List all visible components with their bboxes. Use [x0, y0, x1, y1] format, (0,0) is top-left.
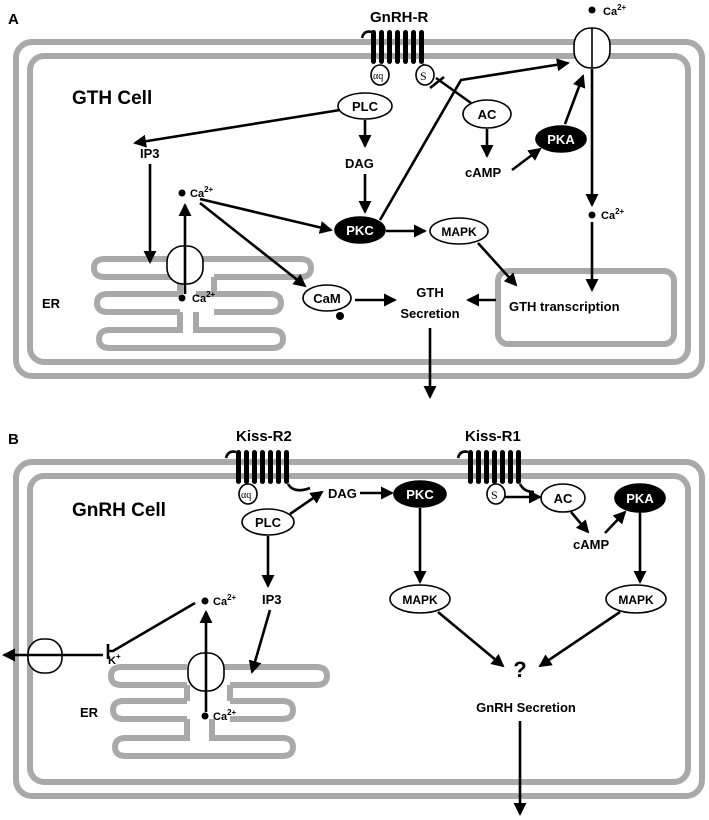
gnrh-cell-outer-membrane — [13, 459, 705, 799]
mapk-label-b-left: MAPK — [402, 593, 438, 607]
edge-plc-dag-b — [289, 490, 324, 516]
transcription-label-a: GTH transcription — [509, 299, 620, 314]
gnrh-cell-inner-membrane — [27, 473, 691, 785]
edge-camp-pka — [511, 147, 542, 172]
edge-pkc-ca-channel — [378, 58, 570, 221]
gth-cell-outer-membrane — [13, 39, 705, 379]
gth-cell-inner-membrane — [27, 53, 691, 365]
er-membrane-a — [90, 256, 315, 351]
cam-label-a: CaM — [313, 291, 340, 306]
gnrh-receptor-label: GnRH-R — [370, 9, 428, 26]
mapk-label-a: MAPK — [441, 225, 477, 239]
cam-bound-ca-dot — [336, 312, 344, 320]
plc-node-b — [241, 508, 295, 536]
pka-node-a — [535, 125, 587, 153]
ca-ion-extracellular-a — [588, 6, 596, 14]
ca-ion-er-a — [178, 294, 186, 302]
panel-a: A GTH Cell ER GnRH-R αq S C — [8, 3, 705, 399]
edge-ca-cam — [199, 201, 307, 288]
ca-ion-label-cytosol-a: Ca2+ — [190, 185, 214, 200]
plc-label-b: PLC — [255, 515, 282, 530]
er-label-a: ER — [42, 296, 61, 311]
pkc-node-b — [393, 480, 447, 508]
plc-node-a — [337, 92, 393, 120]
ca-ion-label-ext-a: Ca2+ — [603, 3, 627, 18]
pkc-label-a: PKC — [346, 223, 374, 238]
mapk-node-a — [429, 217, 489, 245]
edge-ip3-er-channel-b — [248, 609, 272, 674]
cam-node-a — [302, 284, 352, 312]
edge-gs-ac — [435, 76, 472, 105]
nucleus-a — [495, 268, 677, 347]
ac-node-a — [462, 99, 512, 129]
kiss-r1-receptor — [456, 450, 535, 494]
ca-ion-label-influx-a: Ca2+ — [601, 207, 625, 222]
kiss-r2-label: Kiss-R2 — [236, 428, 292, 445]
ca-ion-cytosol-b — [201, 597, 209, 605]
ca-ion-label-cytosol-b: Ca2+ — [213, 593, 237, 608]
er-label-b: ER — [80, 705, 99, 720]
ip3-label-b: IP3 — [262, 592, 282, 607]
edge-ca-pkc — [199, 197, 333, 234]
edge-camp-pka-b — [604, 510, 627, 534]
dag-label-a: DAG — [345, 156, 374, 171]
gnrh-receptor — [360, 30, 427, 80]
alpha-q-subunit-a — [370, 64, 390, 86]
s-subunit-label-b: S — [491, 488, 498, 502]
pka-label-a: PKA — [547, 132, 575, 147]
gnrh-secretion-label: GnRH Secretion — [476, 700, 576, 715]
edges-b — [2, 486, 647, 816]
camp-label-a: cAMP — [465, 165, 501, 180]
mapk-node-b-right — [605, 584, 667, 614]
secretion-label-line2-a: Secretion — [400, 306, 459, 321]
pkc-label-b: PKC — [406, 487, 434, 502]
edge-pka-ca-channel — [563, 74, 586, 125]
edge-mapk-transcription — [477, 242, 518, 287]
kiss-r2-receptor — [224, 450, 311, 492]
er-membrane-b — [107, 664, 331, 759]
edge-plc-ip3 — [133, 108, 341, 148]
s-subunit-label-a: S — [420, 69, 427, 83]
potassium-label-b: K+ — [108, 652, 121, 667]
edge-mapk-right-secretion — [538, 610, 621, 668]
kiss-r1-label: Kiss-R1 — [465, 428, 521, 445]
ca-ion-influx-a — [588, 211, 596, 219]
alpha-q-subunit-b — [238, 483, 258, 505]
camp-label-b: cAMP — [573, 537, 609, 552]
mapk-label-b-right: MAPK — [618, 593, 654, 607]
s-subunit-a — [415, 64, 435, 86]
panel-a-label: A — [8, 11, 19, 28]
ca-ion-label-er-a: Ca2+ — [192, 290, 216, 305]
plc-label-a: PLC — [352, 99, 379, 114]
edges-a — [133, 58, 599, 399]
pka-label-b: PKA — [626, 491, 654, 506]
alpha-q-label-a: αq — [373, 71, 383, 82]
panel-b: B GnRH Cell ER Kiss-R2 αq — [2, 428, 705, 816]
edge-ac-camp-b — [570, 511, 590, 534]
ip3-label-a: IP3 — [140, 146, 160, 161]
dag-label-b: DAG — [328, 486, 357, 501]
ca-ion-cytosol-a — [178, 189, 186, 197]
s-subunit-b — [486, 483, 506, 505]
edge-ca-k-inhibit — [107, 601, 196, 653]
ca-ion-label-er-b: Ca2+ — [213, 708, 237, 723]
gth-cell-title: GTH Cell — [72, 88, 152, 109]
edge-mapk-left-secretion — [437, 611, 505, 668]
ca-ion-er-b — [201, 712, 209, 720]
alpha-q-label-b: αq — [241, 490, 251, 501]
pkc-node-a — [334, 216, 386, 244]
mapk-node-b-left — [389, 584, 451, 614]
ac-label-a: AC — [478, 107, 497, 122]
secretion-label-line1-a: GTH — [416, 285, 443, 300]
panel-b-label: B — [8, 431, 19, 448]
gnrh-cell-title: GnRH Cell — [72, 500, 166, 521]
ac-label-b: AC — [554, 491, 573, 506]
unknown-mechanism-marker: ? — [513, 657, 526, 682]
